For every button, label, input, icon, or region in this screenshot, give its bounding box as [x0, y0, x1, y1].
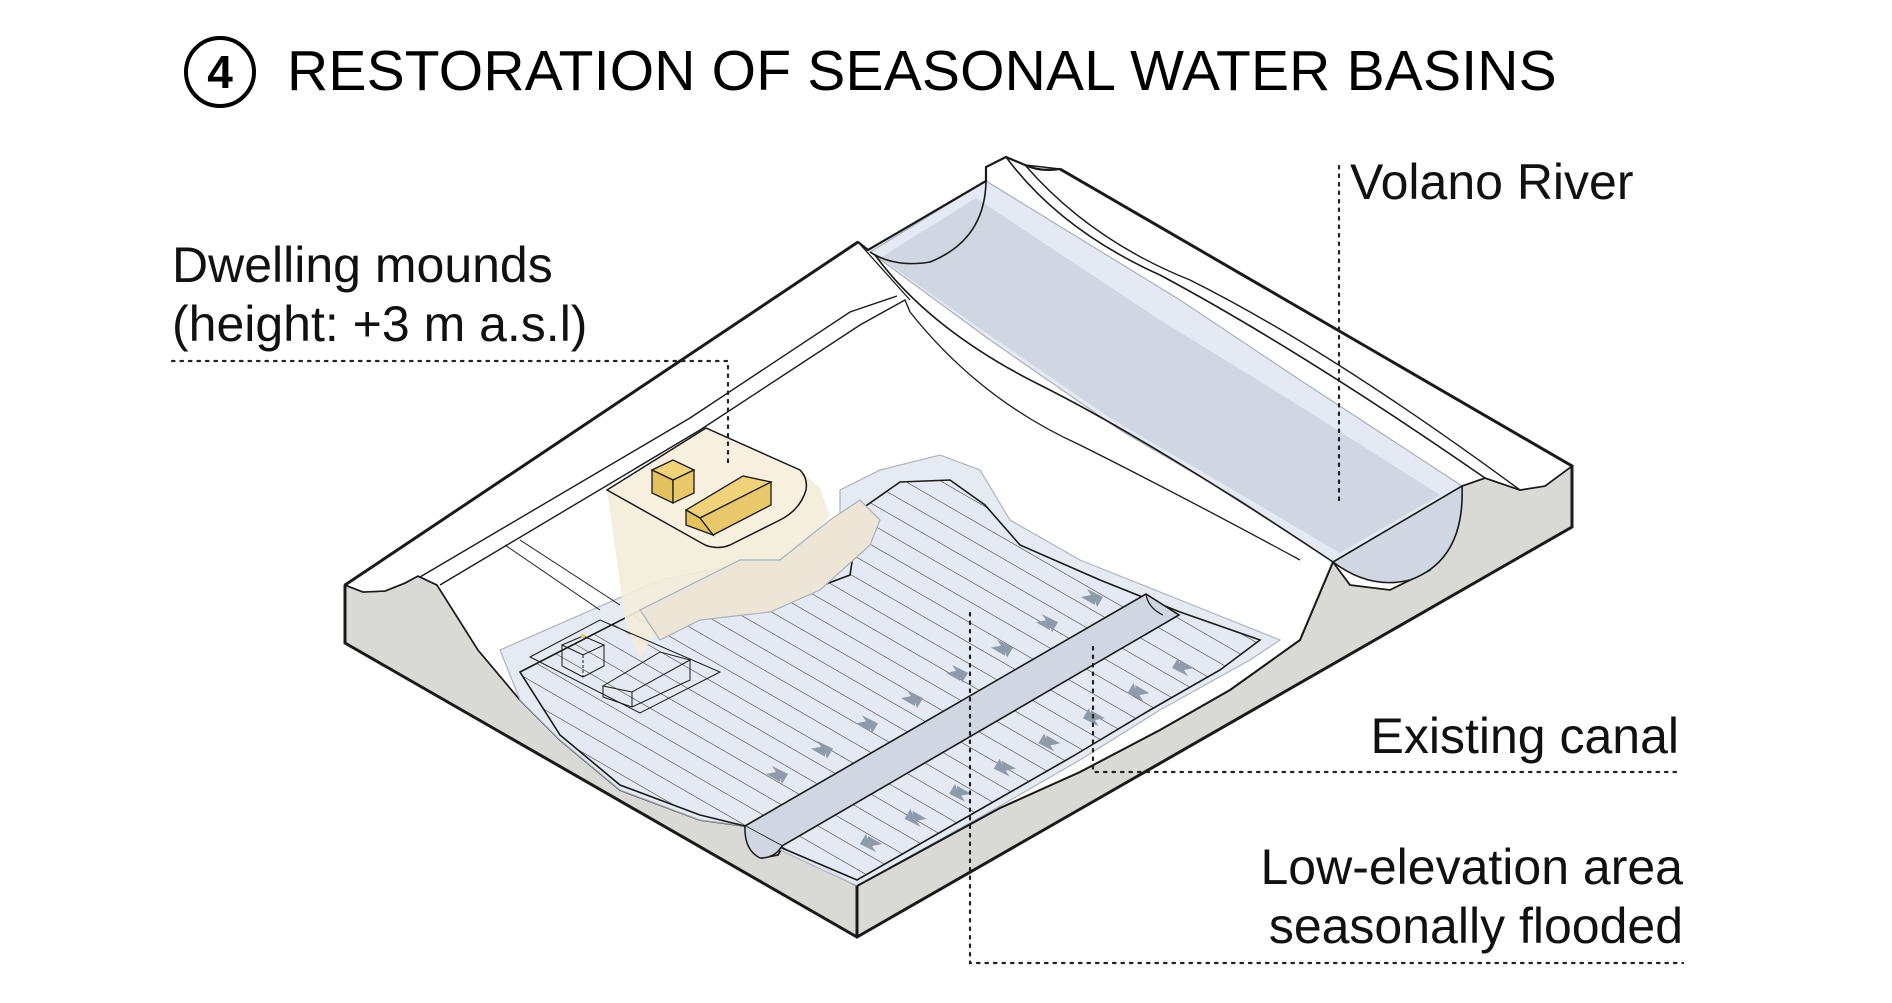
back-ridge-outline	[857, 155, 1061, 252]
flow-arrows	[766, 589, 1194, 852]
river-section-back	[869, 180, 987, 265]
river-section-front	[1331, 484, 1463, 584]
flow-arrow-downstream	[1127, 683, 1150, 702]
flow-arrow-downstream	[993, 758, 1016, 777]
leader-canal	[1091, 645, 1681, 774]
flow-arrow-downstream	[1038, 733, 1061, 752]
flow-arrow-downstream	[949, 783, 972, 802]
leader-dwelling	[170, 359, 730, 470]
building-small	[650, 459, 696, 505]
flow-arrow-upstream	[946, 664, 968, 683]
levee-line-1	[439, 299, 911, 586]
label-flood-area: Low-elevation area seasonally flooded	[1261, 838, 1684, 956]
leader-flood	[968, 611, 1685, 965]
flow-arrow-upstream	[811, 740, 833, 759]
river-channel-deep	[880, 198, 1440, 553]
levee-line-2	[419, 295, 898, 578]
label-existing-canal: Existing canal	[1370, 708, 1680, 764]
label-volano-river: Volano River	[1350, 154, 1634, 210]
diagram-title: RESTORATION OF SEASONAL WATER BASINS	[287, 39, 1557, 103]
label-dwelling-line1: Dwelling mounds	[172, 237, 553, 293]
flood-area-hatched	[518, 479, 1262, 881]
label-dwelling-mounds: Dwelling mounds (height: +3 m a.s.l)	[172, 236, 587, 354]
flow-arrow-upstream	[766, 766, 788, 784]
flow-arrow-upstream	[1081, 589, 1103, 607]
canal-section	[744, 825, 783, 859]
ghost-plot	[528, 619, 722, 714]
ghost-road	[504, 539, 621, 611]
block-outline	[343, 167, 1574, 939]
front-edge-outline	[856, 561, 1334, 887]
label-dwelling-line2: (height: +3 m a.s.l)	[172, 296, 588, 352]
flow-arrow-downstream	[1172, 658, 1194, 676]
flow-arrow-upstream	[1036, 614, 1058, 633]
canal-channel	[743, 593, 1181, 847]
flow-arrow-downstream	[904, 808, 927, 827]
label-flood-line2: seasonally flooded	[1268, 898, 1683, 954]
flow-arrow-upstream	[991, 639, 1013, 658]
building-long	[684, 475, 773, 537]
mound-plateau	[605, 427, 808, 549]
flow-arrow-upstream	[856, 715, 878, 734]
levee-line-3	[857, 241, 911, 301]
levee-line-4	[909, 311, 1301, 561]
river-bank-outer	[1005, 156, 1486, 479]
step-number-badge: 4	[184, 36, 256, 108]
step-number: 4	[207, 46, 233, 98]
river-bank-inner	[874, 254, 1334, 563]
mound-base	[639, 499, 881, 641]
flow-arrow-upstream	[901, 690, 923, 709]
label-flood-line1: Low-elevation area	[1260, 839, 1684, 895]
canal-end	[1145, 593, 1164, 616]
river-bank-outer-2	[1024, 164, 1521, 491]
flow-arrow-downstream	[860, 834, 882, 852]
